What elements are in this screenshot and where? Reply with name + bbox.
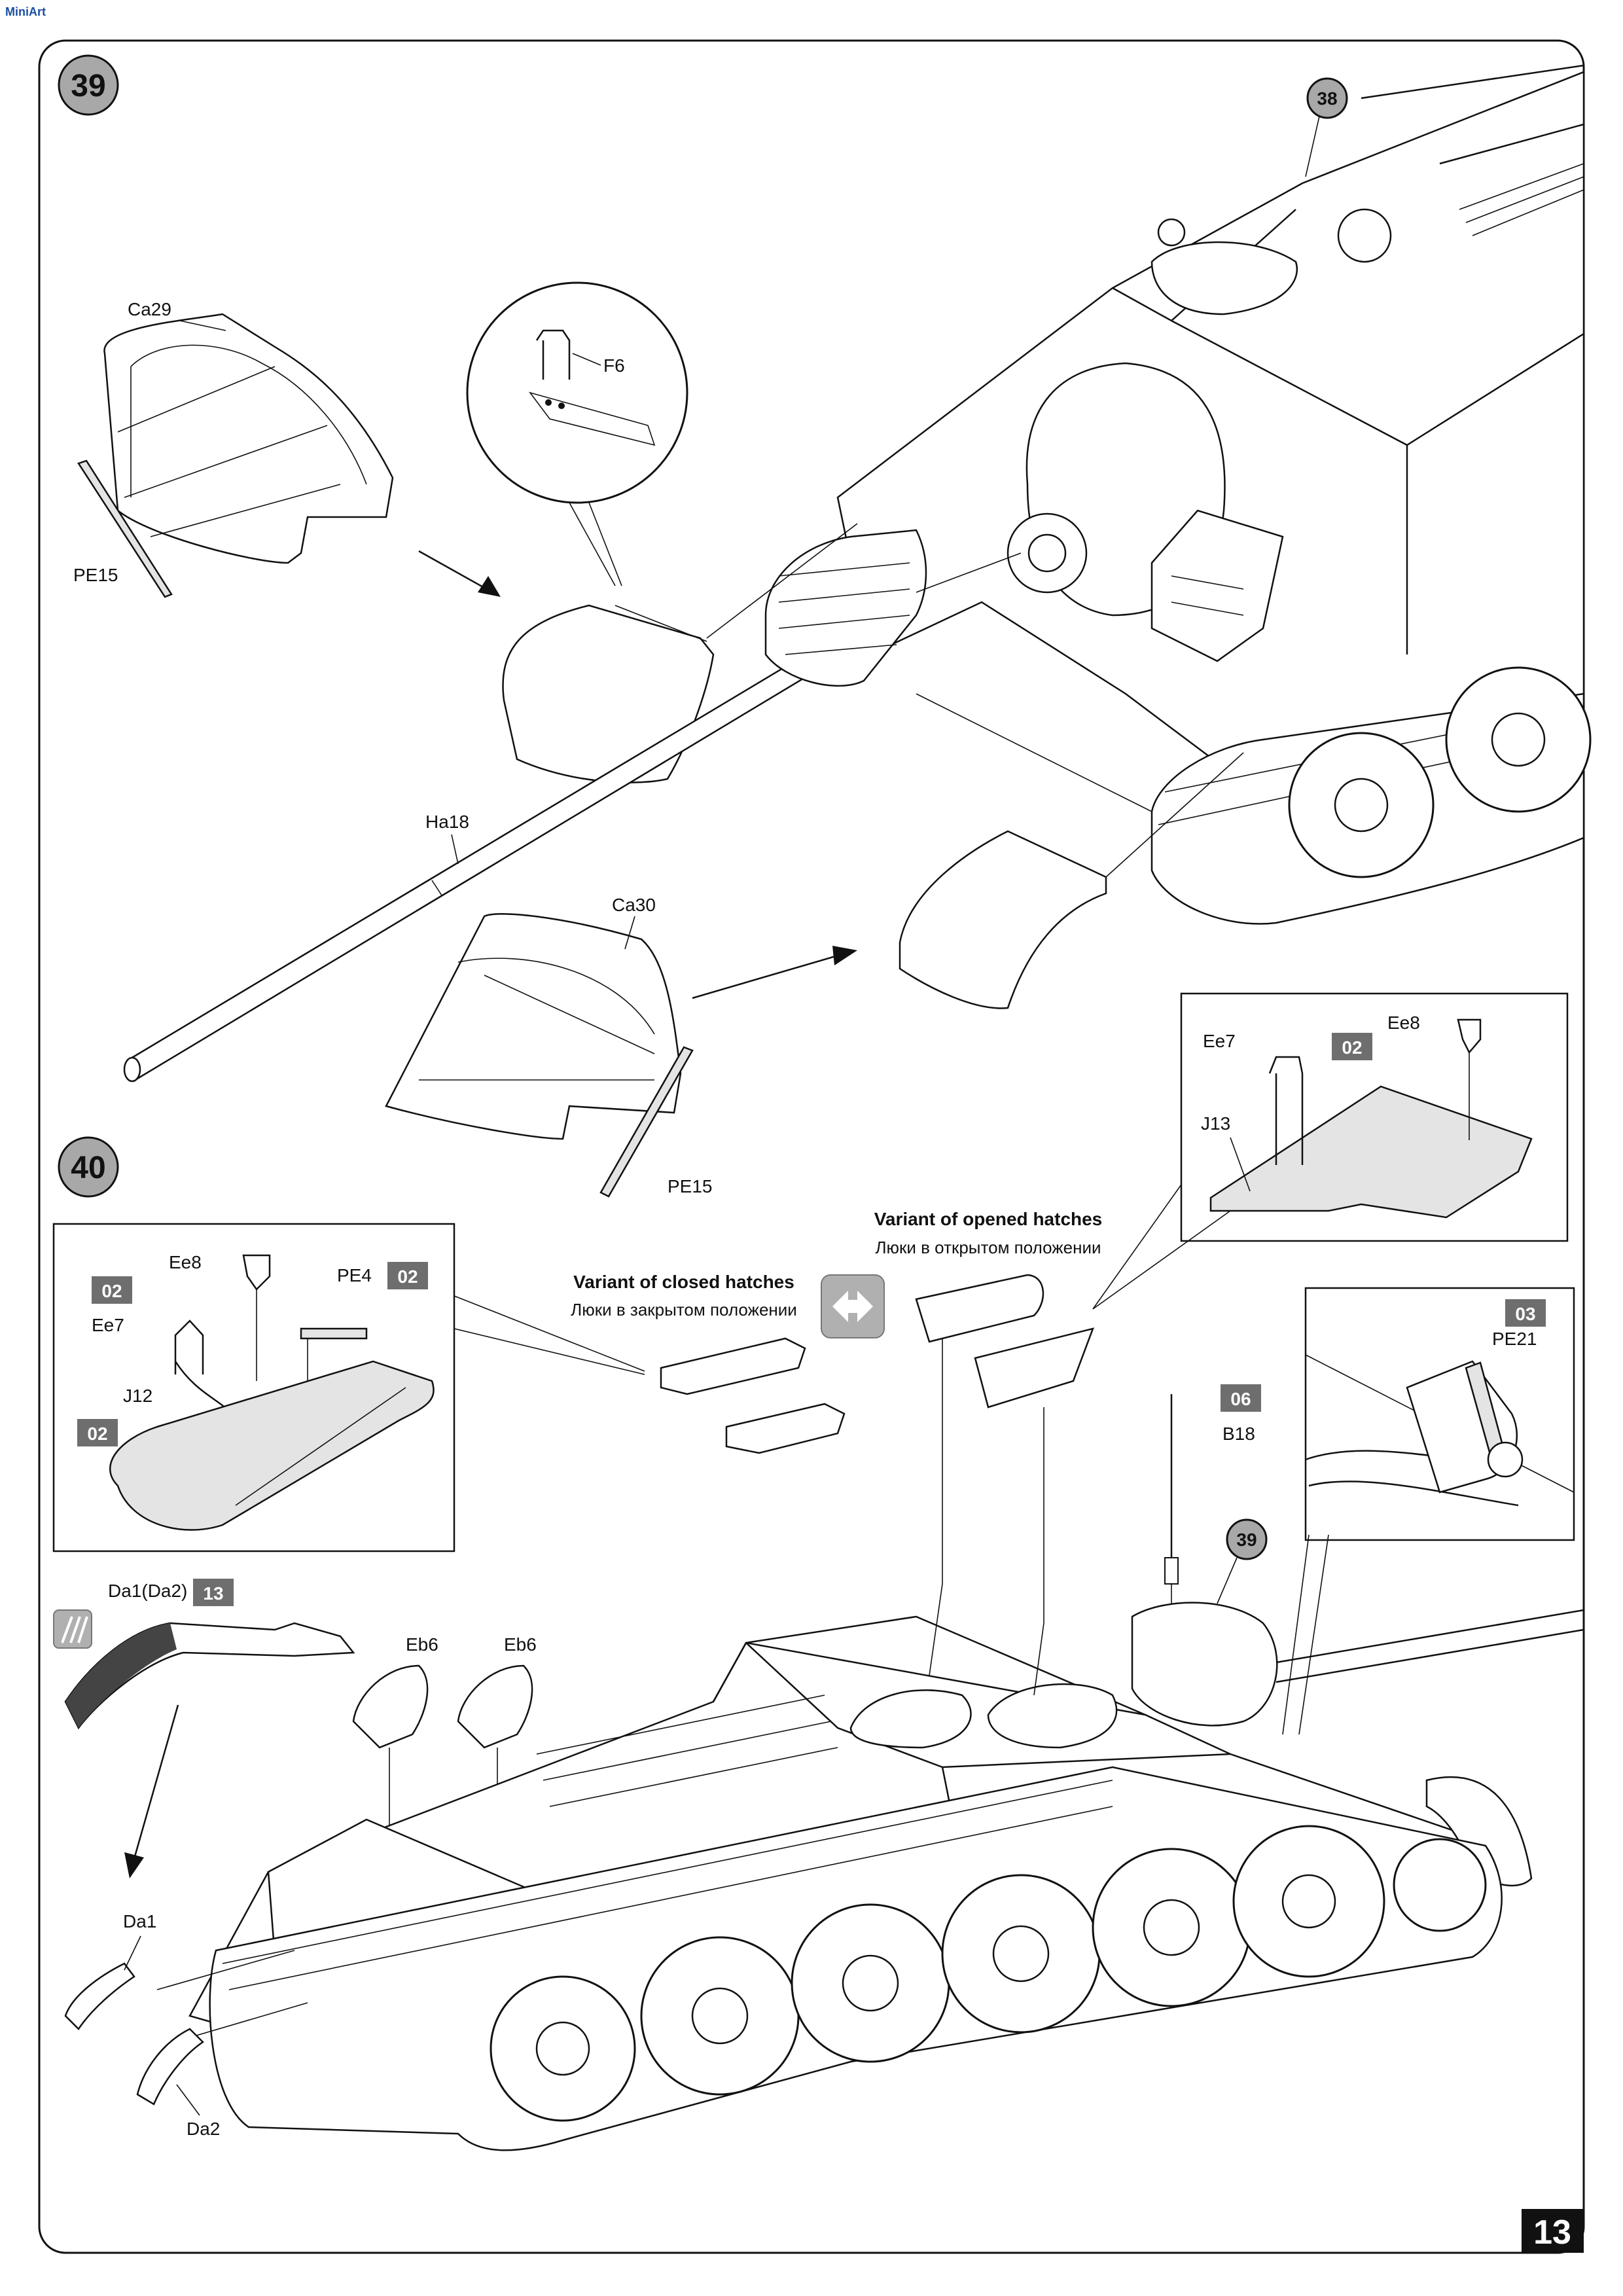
badge-02-top-left: 02 xyxy=(101,1281,122,1301)
paint-icon xyxy=(53,1609,92,1649)
part-da1da2: Da1(Da2) 13 xyxy=(53,1579,355,1878)
label-ca30: Ca30 xyxy=(612,895,656,915)
step-39: 39 Ca29 PE15 F6 xyxy=(58,54,1592,1198)
page-frame xyxy=(38,39,1585,2254)
inset-j13: Ee7 Ee8 02 J13 xyxy=(1092,992,1569,1310)
brand-logo: MiniArt xyxy=(3,3,50,22)
variant-opened-subtitle: Люки в открытом положении xyxy=(875,1238,1101,1257)
step-39-number: 39 xyxy=(71,69,105,103)
step-39-badge xyxy=(58,54,119,116)
badge-02-opened xyxy=(1332,1033,1372,1060)
assembly-arrow-2 xyxy=(692,954,838,999)
page-number-box: 13 xyxy=(1522,2209,1584,2253)
inset-pe21: 03 PE21 xyxy=(1282,1287,1575,1735)
part-rear-fender xyxy=(899,830,1107,1009)
ref-step-38: 38 xyxy=(1317,88,1337,109)
label-pe4: PE4 xyxy=(337,1265,372,1285)
label-j12: J12 xyxy=(123,1386,152,1406)
tank-rear-assembly: 39 xyxy=(156,1518,1584,2151)
variant-opened-title: Variant of opened hatches xyxy=(874,1209,1103,1229)
label-da2: Da2 xyxy=(187,2119,220,2139)
badge-02-pe4: 02 xyxy=(397,1266,418,1287)
part-da1: Da1 xyxy=(64,1911,156,2030)
part-da2: Da2 xyxy=(136,2028,220,2139)
part-pe15-top: PE15 xyxy=(73,459,173,598)
label-pe15-bottom: PE15 xyxy=(668,1176,713,1196)
label-j13: J13 xyxy=(1201,1113,1230,1134)
part-front-fender xyxy=(502,604,715,783)
label-da1: Da1 xyxy=(123,1911,156,1931)
badge-13: 13 xyxy=(203,1583,223,1604)
label-b18: B18 xyxy=(1222,1424,1255,1444)
label-da1da2: Da1(Da2) xyxy=(108,1581,187,1601)
variant-closed-title: Variant of closed hatches xyxy=(573,1272,794,1292)
part-eb6-left: Eb6 xyxy=(352,1634,438,1924)
badge-03: 03 xyxy=(1515,1304,1535,1324)
page-number: 13 xyxy=(1533,2214,1571,2251)
label-ha18: Ha18 xyxy=(425,812,469,832)
label-pe21: PE21 xyxy=(1492,1329,1537,1349)
ref-step-39: 39 xyxy=(1236,1530,1257,1550)
label-ca29: Ca29 xyxy=(128,299,171,319)
label-f6: F6 xyxy=(603,355,625,376)
variant-opened-hatches: Variant of opened hatches Люки в открыто… xyxy=(874,1209,1103,1623)
part-ca29: Ca29 xyxy=(103,299,394,564)
badge-06: 06 xyxy=(1230,1389,1251,1409)
step-40-badge xyxy=(58,1136,119,1198)
part-pe15-bottom: PE15 xyxy=(599,1046,713,1198)
part-ca30: Ca30 xyxy=(385,895,682,1140)
label-ee7-opened: Ee7 xyxy=(1203,1031,1236,1051)
variant-closed-hatches: Variant of closed hatches Люки в закрыто… xyxy=(571,1272,846,1454)
label-ee8-opened: Ee8 xyxy=(1387,1013,1420,1033)
step-40: 40 02 Ee8 PE4 02 Ee7 J12 02 xyxy=(52,1136,1584,2151)
label-ee7-closed: Ee7 xyxy=(92,1315,124,1335)
tank-front-assembly: 38 xyxy=(706,64,1592,925)
assembly-arrow-1 xyxy=(418,550,485,589)
variant-closed-subtitle: Люки в закрытом положении xyxy=(571,1300,797,1319)
svg-text:MiniArt: MiniArt xyxy=(5,5,46,18)
label-ee8-closed: Ee8 xyxy=(169,1252,202,1272)
svg-text:02: 02 xyxy=(1342,1037,1362,1058)
label-pe15-top: PE15 xyxy=(73,565,118,585)
inset-j12: 02 Ee8 PE4 02 Ee7 J12 02 xyxy=(52,1223,645,1552)
label-eb6-left: Eb6 xyxy=(406,1634,438,1655)
magnifier-f6: F6 xyxy=(466,281,688,586)
label-eb6-right: Eb6 xyxy=(504,1634,537,1655)
badge-02-j12: 02 xyxy=(87,1424,107,1444)
variant-switch-icon xyxy=(821,1274,885,1338)
step-40-number: 40 xyxy=(71,1151,105,1185)
